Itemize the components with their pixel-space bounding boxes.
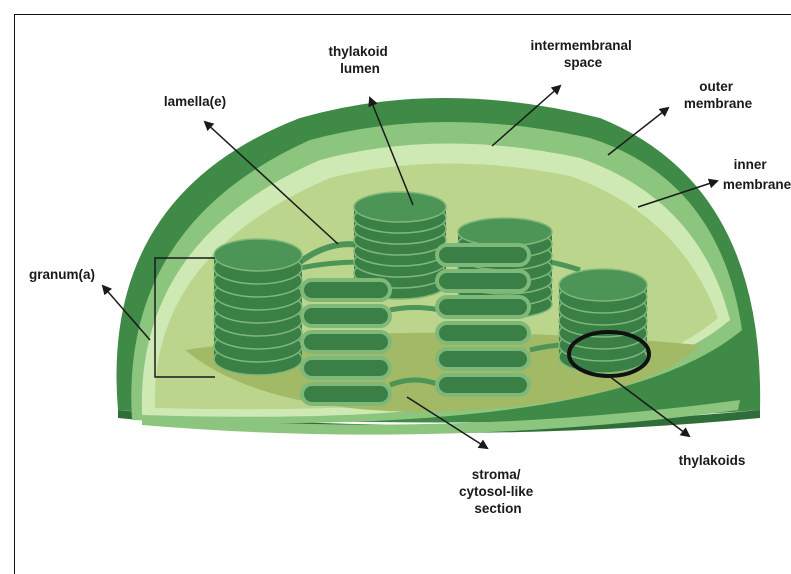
thylakoid-stack-left-top — [214, 239, 302, 271]
thylakoid-stack-back-top — [458, 218, 552, 246]
thylakoid-section-left-lumen — [304, 308, 388, 324]
label-lamellae: lamella(e) — [164, 94, 226, 109]
label-thylakoids: thylakoids — [679, 453, 746, 468]
thylakoid-section-left-lumen — [304, 282, 388, 298]
thylakoid-stack-right-top — [559, 269, 647, 301]
thylakoid-stack-center-top — [354, 192, 446, 222]
thylakoid-section-right-lumen — [439, 299, 527, 315]
thylakoid-section-right-lumen — [439, 351, 527, 367]
thylakoid-section-left-lumen — [304, 334, 388, 350]
thylakoid-section-left-lumen — [304, 360, 388, 376]
label-thylakoid-lumen: thylakoid lumen — [328, 44, 391, 76]
label-intermembranal-space: intermembranal space — [530, 38, 635, 70]
lamella-connection — [390, 308, 440, 311]
label-granum: granum(a) — [29, 267, 95, 282]
label-stroma: stroma/ cytosol-like section — [459, 467, 537, 516]
label-outer-membrane: outer membrane — [684, 79, 753, 111]
chloroplast-diagram: thylakoid lumen intermembranal space out… — [0, 0, 791, 561]
thylakoid-section-right-lumen — [439, 377, 527, 393]
thylakoid-section-right-lumen — [439, 247, 527, 263]
label-inner-membrane: inner membrane — [723, 157, 791, 192]
thylakoid-section-left-lumen — [304, 386, 388, 402]
thylakoid-section-right-lumen — [439, 273, 527, 289]
thylakoid-section-right-lumen — [439, 325, 527, 341]
